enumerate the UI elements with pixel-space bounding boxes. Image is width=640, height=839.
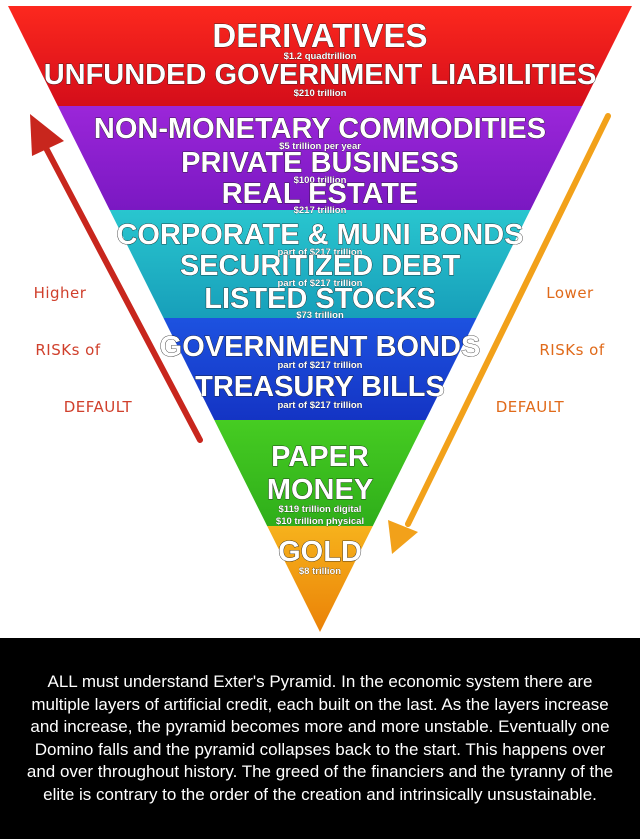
treasury-bills-value: part of $217 trillion [278,400,363,411]
left-label-higher: Higher [34,284,87,302]
band-commodities [8,106,632,210]
real-estate-value: $217 trillion [294,205,347,216]
private-business-title: PRIVATE BUSINESS [181,147,459,179]
derivatives-value: $1.2 quadtrillion [284,51,357,62]
non-monetary-value: $5 trillion per year [279,141,361,152]
right-label-default: DEFAULT [496,398,565,416]
higher-risk-arrow [30,114,203,443]
gold-value: $8 trillion [299,566,341,577]
derivatives-title: DERIVATIVES [212,17,427,54]
left-label-default: DEFAULT [64,398,133,416]
paper-title: PAPER [271,441,369,473]
caption-text: ALL must understand Exter's Pyramid. In … [26,672,614,804]
listed-stocks-title: LISTED STOCKS [204,283,436,315]
listed-stocks-value: $73 trillion [296,310,344,321]
securitized-debt-title: SECURITIZED DEBT [180,250,461,282]
government-bonds-value: part of $217 trillion [278,360,363,371]
gold-title: GOLD [278,536,362,568]
real-estate-title: REAL ESTATE [222,178,419,210]
paper-money-physical-value: $10 trillion physical [276,516,364,527]
private-business-value: $100 trillion [294,175,347,186]
exter-pyramid-diagram: DERIVATIVES $1.2 quadtrillion UNFUNDED G… [8,6,632,632]
left-label-risks: RISKs of [35,341,100,359]
right-label-lower: Lower [546,284,594,302]
unfunded-liabilities-value: $210 trillion [294,88,347,99]
money-title: MONEY [267,474,373,506]
securitized-debt-value: part of $217 trillion [278,278,363,289]
paper-money-digital-value: $119 trillion digital [279,504,362,515]
non-monetary-title: NON-MONETARY COMMODITIES [94,113,546,145]
treasury-bills-title: TREASURY BILLS [195,371,445,403]
corporate-bonds-value: part of $217 trillion [278,247,363,258]
government-bonds-title: GOVERNMENT BONDS [160,331,481,363]
corporate-bonds-title: CORPORATE & MUNI BONDS [116,219,523,251]
pyramid-graphic: DERIVATIVES $1.2 quadtrillion UNFUNDED G… [8,6,632,632]
right-label-risks: RISKs of [539,341,604,359]
lower-risk-arrow [388,113,611,554]
caption-panel: ALL must understand Exter's Pyramid. In … [0,638,640,839]
unfunded-liabilities-title: UNFUNDED GOVERNMENT LIABILITIES [44,59,597,91]
band-derivatives [8,6,632,106]
